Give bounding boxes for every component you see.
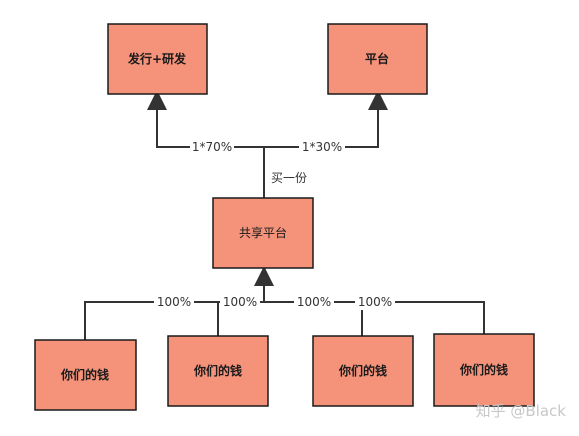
edge-label-to-dev: 1*70% [192,140,232,154]
edge-label-money3: 100% [297,295,331,309]
node-money4: 你们的钱 [433,333,535,407]
node-money4-label: 你们的钱 [459,362,508,377]
node-money1-label: 你们的钱 [60,367,109,382]
node-money3: 你们的钱 [312,335,414,407]
node-money2-label: 你们的钱 [193,363,242,378]
edge-label-money1: 100% [157,295,191,309]
node-shared: 共享平台 [212,197,314,269]
edge-label-to-platform: 1*30% [302,140,342,154]
connector-money4 [264,301,485,334]
node-dev-label: 发行+研发 [127,51,187,66]
watermark: 知乎 @Black [476,402,567,420]
node-money1: 你们的钱 [34,339,137,411]
node-money2: 你们的钱 [167,335,269,407]
node-platform-label: 平台 [365,51,389,66]
edge-label-money2: 100% [223,295,257,309]
node-shared-label: 共享平台 [239,225,287,240]
node-money3-label: 你们的钱 [338,363,387,378]
node-dev: 发行+研发 [107,23,208,95]
connector-money1 [84,301,264,340]
edge-label-buy: 买一份 [271,171,307,185]
edge-label-money4: 100% [358,295,392,309]
node-platform: 平台 [327,23,428,95]
